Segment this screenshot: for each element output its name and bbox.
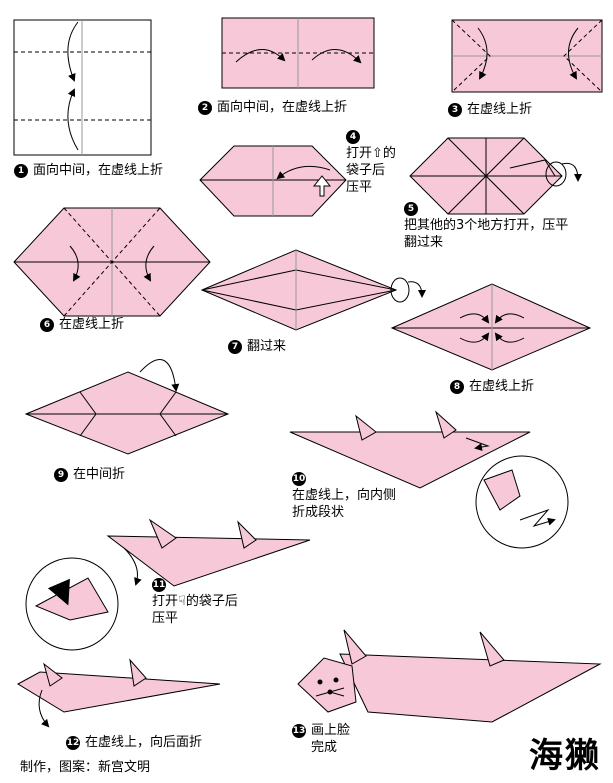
step4-number: 4 — [346, 130, 360, 144]
step3-number: 3 — [448, 103, 462, 117]
step6-label: 6 在虚线上折 — [40, 316, 124, 333]
step13-figure — [297, 629, 602, 723]
step6-text: 在虚线上折 — [59, 317, 125, 332]
step5-label: 5 把其他的3个地方打开，压平 翻过来 — [404, 200, 609, 251]
step11-label: 11 打开☟的袋子后 压平 — [152, 576, 292, 627]
step5-line2: 翻过来 — [404, 235, 444, 250]
step2-number: 2 — [198, 101, 212, 115]
step13-line2: 完成 — [311, 740, 338, 755]
step11-line2: 压平 — [152, 611, 179, 626]
step6-figure — [13, 207, 211, 317]
step8-text: 在虚线上折 — [469, 379, 535, 394]
credit-text: 制作，图案：新宫文明 — [20, 760, 151, 775]
step11-number: 11 — [152, 578, 166, 592]
step7-label: 7 翻过来 — [228, 338, 286, 355]
step5-figure — [409, 137, 582, 215]
step10-line1: 在虚线上，向内侧 — [292, 488, 397, 503]
step4-line1: 打开⇧的 — [346, 146, 396, 161]
step12-number: 12 — [66, 736, 80, 750]
step10-figure — [289, 410, 569, 549]
step10-number: 10 — [292, 472, 306, 486]
step2-label: 2 面向中间，在虚线上折 — [198, 99, 347, 116]
step12-label: 12 在虚线上，向后面折 — [66, 734, 202, 751]
step9-label: 9 在中间折 — [54, 466, 125, 483]
step8-number: 8 — [450, 380, 464, 394]
page-title: 海獭 — [529, 736, 601, 776]
step5-line1: 把其他的3个地方打开，压平 — [404, 218, 569, 233]
step2-text: 面向中间，在虚线上折 — [217, 100, 348, 115]
step13-number: 13 — [292, 724, 306, 738]
step9-figure — [24, 359, 230, 455]
step3-text: 在虚线上折 — [467, 102, 533, 117]
step3-figure — [451, 19, 603, 93]
step13-label: 13 画上脸 完成 — [292, 722, 382, 756]
step12-text: 在虚线上，向后面折 — [85, 735, 203, 750]
step12-figure — [16, 658, 221, 728]
step10-label: 10 在虚线上，向内侧 折成段状 — [292, 470, 462, 521]
step4-line2: 袋子后 — [346, 163, 386, 178]
step2-figure — [221, 17, 375, 89]
step6-number: 6 — [40, 318, 54, 332]
step1-figure — [13, 19, 152, 156]
step4-label: 4 打开⇧的 袋子后 压平 — [346, 128, 416, 196]
step4-line3: 压平 — [346, 180, 373, 195]
step1-text: 面向中间，在虚线上折 — [33, 163, 164, 178]
step1-number: 1 — [14, 164, 28, 178]
step4-figure — [199, 145, 347, 217]
step7-text: 翻过来 — [247, 339, 287, 354]
step13-line1: 画上脸 — [311, 723, 351, 738]
step11-line1: 打开☟的袋子后 — [152, 594, 238, 609]
step9-number: 9 — [54, 468, 68, 482]
step5-number: 5 — [404, 202, 418, 216]
step8-label: 8 在虚线上折 — [450, 378, 534, 395]
step7-figure — [200, 249, 426, 331]
step7-number: 7 — [228, 340, 242, 354]
step3-label: 3 在虚线上折 — [448, 101, 532, 118]
step8-figure — [390, 283, 592, 371]
step10-line2: 折成段状 — [292, 505, 345, 520]
step1-label: 1 面向中间，在虚线上折 — [14, 162, 163, 179]
step9-text: 在中间折 — [73, 467, 126, 482]
step11-figure — [25, 518, 311, 651]
